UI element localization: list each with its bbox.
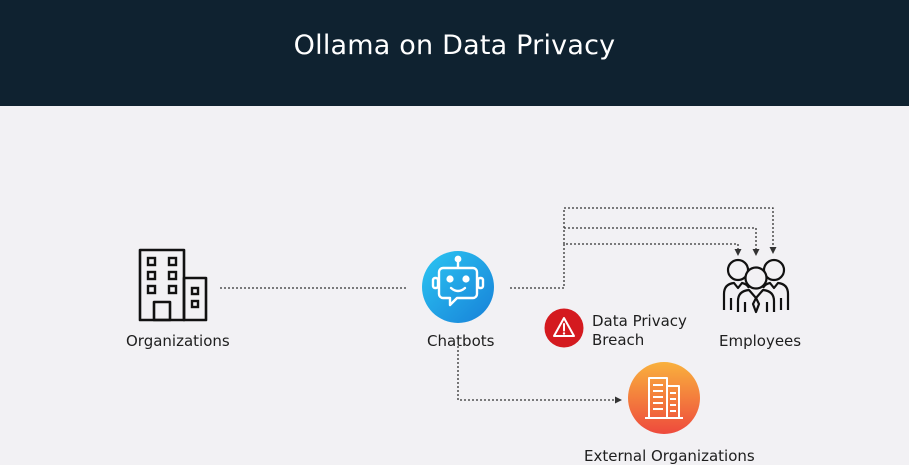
robot-icon <box>422 251 494 323</box>
connector-layer <box>220 207 777 404</box>
chatbots-label: Chatbots <box>427 332 495 350</box>
organizations-label: Organizations <box>126 332 230 350</box>
breach-label-line2: Breach <box>592 331 645 349</box>
external-building-icon <box>628 362 700 434</box>
employees-label: Employees <box>719 332 802 350</box>
diagram-canvas: Organizations Chatbots <box>0 106 909 465</box>
office-building-icon <box>138 248 208 322</box>
breach-label-line1: Data Privacy <box>592 312 687 330</box>
external-organizations-label: External Organizations <box>584 447 755 465</box>
connector-chatbots-employees-3 <box>563 207 777 254</box>
header-bar: Ollama on Data Privacy <box>0 0 909 106</box>
connector-chatbots-employees-2 <box>563 227 760 256</box>
people-group-icon <box>722 258 790 314</box>
breach-label: Data Privacy Breach <box>592 312 687 350</box>
warning-icon <box>544 308 584 348</box>
connector-chatbots-external <box>457 346 622 404</box>
page-title: Ollama on Data Privacy <box>293 30 616 61</box>
connector-chatbots-employees-1 <box>510 243 742 289</box>
